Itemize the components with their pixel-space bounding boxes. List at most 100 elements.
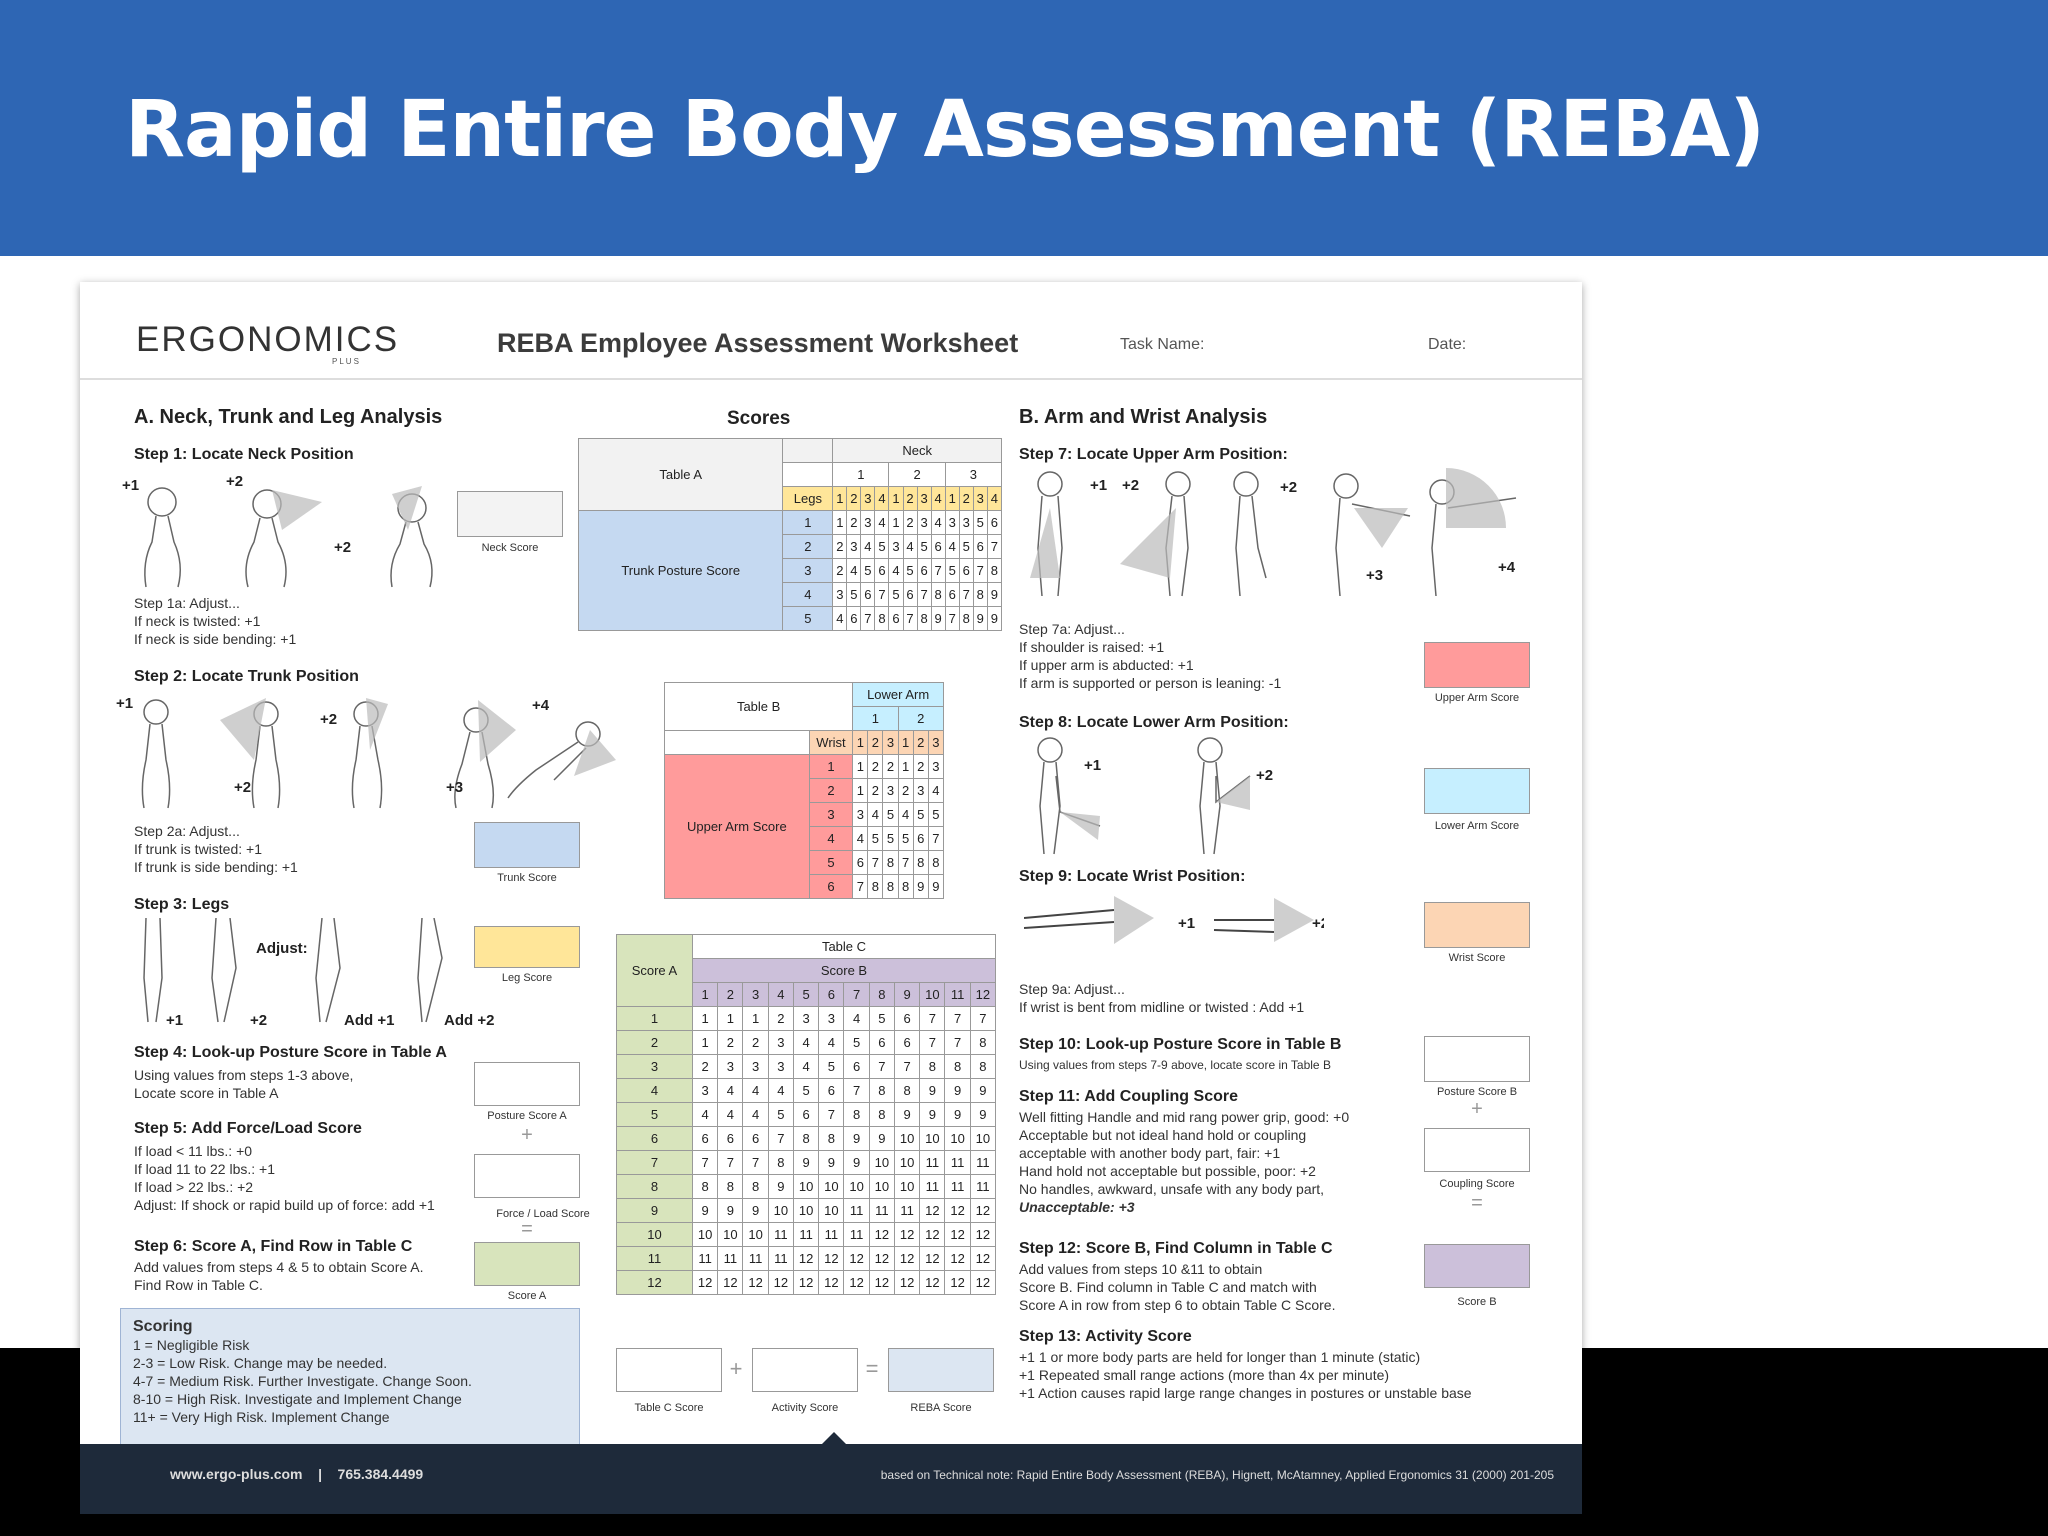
table-b-cell: 2 bbox=[897, 778, 914, 803]
table-c-cell: 11 bbox=[717, 1246, 744, 1271]
table-b-upper-arm-value: 1 bbox=[808, 754, 854, 779]
activity-score-box[interactable] bbox=[752, 1348, 858, 1392]
table-c-cell: 10 bbox=[818, 1174, 845, 1199]
score-a-box[interactable] bbox=[474, 1242, 580, 1286]
table-c-col: 2 bbox=[717, 982, 744, 1007]
table-a-leg-col: 2 bbox=[846, 486, 862, 511]
table-c-cell: 4 bbox=[691, 1102, 719, 1127]
leg-score-box[interactable] bbox=[474, 926, 580, 968]
table-b-wrist-col: 2 bbox=[867, 730, 884, 755]
footer-separator: | bbox=[318, 1466, 322, 1482]
lower-arm-score-box[interactable] bbox=[1424, 768, 1530, 814]
table-c-cell: 12 bbox=[969, 1246, 997, 1271]
table-b-cell: 1 bbox=[852, 754, 869, 779]
table-c-col: 9 bbox=[893, 982, 921, 1007]
table-b-wrist-col: 1 bbox=[852, 730, 869, 755]
table-c-cell: 12 bbox=[843, 1270, 870, 1295]
table-c-cell: 11 bbox=[843, 1222, 870, 1247]
table-c-cell: 9 bbox=[691, 1198, 719, 1223]
table-c-cell: 9 bbox=[893, 1102, 921, 1127]
trunk-score-box[interactable] bbox=[474, 822, 580, 868]
force-load-score-box[interactable] bbox=[474, 1154, 580, 1198]
table-c-cell: 12 bbox=[868, 1222, 895, 1247]
table-c-cell: 12 bbox=[944, 1222, 971, 1247]
table-c-cell: 12 bbox=[843, 1246, 870, 1271]
table-b-cell: 3 bbox=[852, 802, 869, 827]
table-b-cell: 8 bbox=[882, 874, 899, 899]
table-c-cell: 7 bbox=[843, 1078, 870, 1103]
coupling-score-label: Coupling Score bbox=[1439, 1178, 1515, 1190]
table-a-cell: 2 bbox=[832, 534, 848, 559]
reba-score-box[interactable] bbox=[888, 1348, 994, 1392]
posture-score-b-label: Posture Score B bbox=[1436, 1086, 1518, 1098]
table-c-cell: 8 bbox=[868, 1102, 895, 1127]
score-a-label: Score A bbox=[507, 1290, 547, 1302]
table-c-cell: 9 bbox=[717, 1198, 744, 1223]
table-c-row-header: 10 bbox=[616, 1222, 693, 1247]
table-c-cell: 6 bbox=[691, 1126, 719, 1151]
posture-score-a-box[interactable] bbox=[474, 1062, 580, 1106]
table-c-score-box[interactable] bbox=[616, 1348, 722, 1392]
table-c-cell: 8 bbox=[792, 1126, 820, 1151]
table-a-label: Table A bbox=[577, 438, 784, 511]
table-c-row-header: 6 bbox=[616, 1126, 693, 1151]
table-c-cell: 6 bbox=[818, 1078, 845, 1103]
table-a-legs-header: Legs bbox=[782, 486, 834, 511]
footer-website[interactable]: www.ergo-plus.com bbox=[170, 1466, 303, 1482]
table-a-leg-col: 3 bbox=[972, 486, 988, 511]
table-c-cell: 12 bbox=[893, 1270, 921, 1295]
table-c-cell: 1 bbox=[691, 1030, 719, 1055]
table-c-cell: 11 bbox=[919, 1150, 946, 1175]
table-a-cell: 6 bbox=[902, 582, 918, 607]
table-a-cell: 5 bbox=[958, 534, 974, 559]
table-a-cell: 9 bbox=[930, 606, 946, 631]
leg-label-3: Add +1 bbox=[344, 1012, 395, 1029]
coupling-score-box[interactable] bbox=[1424, 1128, 1530, 1172]
table-c-col: 4 bbox=[767, 982, 794, 1007]
posture-score-b-box[interactable] bbox=[1424, 1036, 1530, 1082]
table-c-score-label: Table C Score bbox=[634, 1402, 704, 1414]
upper-arm-score-label: Upper Arm Score bbox=[1434, 692, 1520, 704]
table-b-cell: 4 bbox=[927, 778, 945, 803]
table-c-col: 6 bbox=[818, 982, 845, 1007]
table-a-cell: 9 bbox=[986, 606, 1003, 631]
table-a-cell: 4 bbox=[860, 534, 876, 559]
task-name-label: Task Name: bbox=[1120, 336, 1205, 353]
table-c-col: 5 bbox=[792, 982, 820, 1007]
leg-label-1: +1 bbox=[166, 1012, 184, 1029]
equals-sign-b: = bbox=[1471, 1192, 1483, 1214]
table-c-cell: 11 bbox=[767, 1246, 794, 1271]
table-b-cell: 9 bbox=[927, 874, 945, 899]
table-c-cell: 10 bbox=[944, 1126, 971, 1151]
neck-score-box[interactable] bbox=[457, 491, 563, 537]
upper-arm-score-box[interactable] bbox=[1424, 642, 1530, 688]
table-c-cell: 10 bbox=[893, 1174, 921, 1199]
step-8: Step 8: Locate Lower Arm Position: bbox=[1019, 714, 1289, 731]
table-c-cell: 8 bbox=[767, 1150, 794, 1175]
table-c-row-header: 12 bbox=[616, 1270, 693, 1295]
table-a-leg-col: 1 bbox=[888, 486, 904, 511]
table-c-score-b-header: Score B bbox=[691, 958, 997, 983]
table-c-cell: 6 bbox=[742, 1126, 769, 1151]
table-c-cell: 12 bbox=[691, 1270, 719, 1295]
footer-contact: www.ergo-plus.com | 765.384.4499 bbox=[170, 1466, 423, 1482]
table-b-wrist-col: 2 bbox=[912, 730, 929, 755]
date-label: Date: bbox=[1428, 336, 1467, 353]
table-a-cell: 6 bbox=[916, 558, 932, 583]
wrist-score-box[interactable] bbox=[1424, 902, 1530, 948]
table-a-cell: 6 bbox=[874, 558, 890, 583]
table-b-cell: 8 bbox=[912, 850, 929, 875]
table-c-col: 12 bbox=[969, 982, 997, 1007]
table-a-cell: 8 bbox=[958, 606, 974, 631]
table-a-cell: 3 bbox=[916, 510, 932, 535]
score-b-box[interactable] bbox=[1424, 1244, 1530, 1288]
table-c-cell: 12 bbox=[767, 1270, 794, 1295]
